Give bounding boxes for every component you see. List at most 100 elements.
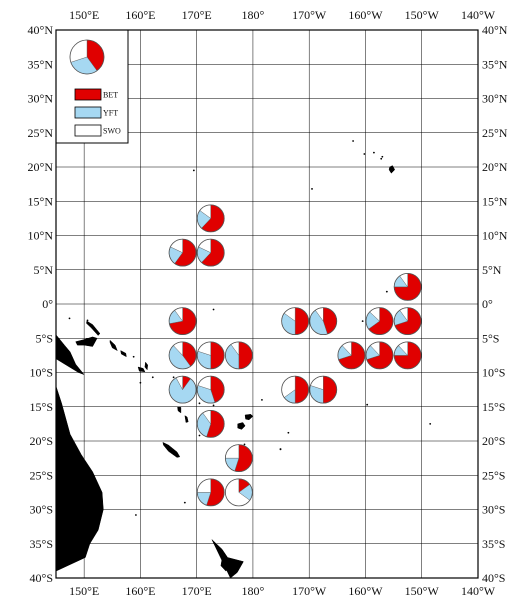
small-island bbox=[373, 151, 375, 154]
small-island bbox=[311, 188, 313, 190]
y-tick-label-left: 40°S bbox=[30, 571, 53, 585]
small-island bbox=[192, 169, 195, 172]
plot-border bbox=[55, 29, 479, 579]
pie-outline bbox=[281, 375, 310, 404]
pie-marker bbox=[196, 375, 225, 404]
land-bougainville bbox=[109, 339, 118, 352]
pie-marker bbox=[196, 238, 225, 267]
land-nz-north-tip bbox=[220, 555, 231, 572]
pie-marker bbox=[281, 375, 310, 404]
pie-outline bbox=[196, 204, 225, 233]
y-tick-label-left: 20°S bbox=[30, 434, 53, 448]
small-island bbox=[363, 153, 366, 155]
pie-outline bbox=[196, 238, 225, 267]
x-tick-label-top: 170°E bbox=[182, 8, 212, 22]
pie-slice-bet bbox=[294, 375, 309, 404]
small-island bbox=[134, 514, 137, 516]
land-new-caledonia bbox=[162, 441, 181, 458]
land-new-britain bbox=[75, 336, 98, 347]
pie-marker bbox=[309, 375, 338, 404]
small-island bbox=[381, 155, 384, 158]
small-island bbox=[139, 381, 142, 384]
legend-label-swo: SWO bbox=[103, 127, 121, 136]
pie-slice-bet bbox=[294, 307, 309, 335]
land-vanuatu-1 bbox=[177, 406, 182, 414]
y-tick-label-left: 25°N bbox=[28, 126, 54, 140]
small-island bbox=[172, 376, 175, 379]
axis-tick-labels: 150°E150°E160°E160°E170°E170°E180°180°17… bbox=[28, 8, 508, 598]
pie-marker bbox=[196, 204, 225, 233]
pie-outline bbox=[224, 341, 253, 370]
pie-outline bbox=[196, 409, 225, 438]
small-island bbox=[287, 431, 290, 434]
y-tick-label-left: 15°N bbox=[28, 194, 54, 208]
y-tick-label-right: 20°S bbox=[482, 434, 505, 448]
pie-outline bbox=[309, 307, 338, 336]
small-island bbox=[198, 402, 201, 405]
pie-marker bbox=[168, 375, 197, 404]
small-island bbox=[366, 403, 369, 406]
pie-outline bbox=[337, 341, 366, 370]
pie-outline bbox=[168, 375, 197, 404]
land-hawaii-big-island bbox=[388, 165, 396, 174]
y-tick-label-left: 40°N bbox=[28, 23, 54, 37]
pie-marker bbox=[196, 409, 225, 438]
pie-marker bbox=[393, 307, 422, 336]
legend-swatch-swo bbox=[74, 124, 102, 137]
pie-outline bbox=[168, 341, 197, 370]
x-tick-label-bottom: 140°W bbox=[461, 584, 496, 598]
x-tick-label-top: 160°E bbox=[125, 8, 155, 22]
y-tick-label-left: 30°S bbox=[30, 503, 53, 517]
small-island bbox=[243, 443, 246, 446]
land-new-ireland bbox=[86, 320, 101, 336]
pie-outline bbox=[196, 478, 225, 507]
y-tick-label-right: 35°S bbox=[482, 537, 505, 551]
x-tick-label-bottom: 160°W bbox=[348, 584, 383, 598]
pie-slice-bet bbox=[238, 341, 253, 370]
x-tick-label-top: 170°W bbox=[292, 8, 327, 22]
small-island bbox=[86, 319, 89, 322]
land-solomon-2 bbox=[144, 361, 148, 371]
pie-outline bbox=[393, 307, 422, 336]
small-island bbox=[261, 399, 263, 401]
pie-outline bbox=[224, 444, 253, 473]
pie-outline bbox=[168, 307, 197, 336]
y-tick-label-left: 25°S bbox=[30, 468, 53, 482]
land-australia bbox=[56, 386, 104, 572]
y-tick-label-right: 15°N bbox=[482, 194, 508, 208]
pie-slice-bet bbox=[210, 341, 225, 370]
y-tick-label-right: 30°S bbox=[482, 503, 505, 517]
y-tick-label-left: 10°N bbox=[28, 229, 54, 243]
small-island bbox=[429, 422, 432, 425]
pie-marker bbox=[224, 478, 253, 507]
catch-composition-pies bbox=[168, 204, 422, 507]
pie-outline bbox=[365, 307, 394, 336]
y-tick-label-right: 35°N bbox=[482, 57, 508, 71]
x-tick-label-top: 150°E bbox=[69, 8, 99, 22]
x-tick-label-top: 140°W bbox=[461, 8, 496, 22]
land-solomon-3 bbox=[120, 350, 127, 358]
y-tick-label-left: 0° bbox=[42, 297, 53, 311]
pie-outline bbox=[224, 478, 253, 507]
y-tick-label-left: 10°S bbox=[30, 366, 53, 380]
pie-marker bbox=[168, 238, 197, 267]
small-island bbox=[151, 376, 154, 379]
x-tick-label-bottom: 170°E bbox=[182, 584, 212, 598]
legend-label-bet: BET bbox=[103, 91, 118, 100]
x-tick-label-bottom: 150°E bbox=[69, 584, 99, 598]
pie-marker bbox=[393, 341, 422, 370]
small-island bbox=[361, 320, 364, 323]
x-tick-label-top: 180° bbox=[242, 8, 265, 22]
y-tick-label-left: 5°S bbox=[36, 331, 53, 345]
small-island bbox=[198, 434, 201, 437]
pie-marker bbox=[224, 444, 253, 473]
y-tick-label-right: 0° bbox=[482, 297, 493, 311]
pie-outline bbox=[365, 341, 394, 370]
pie-marker bbox=[365, 307, 394, 336]
pie-outline bbox=[196, 341, 225, 370]
legend-label-yft: YFT bbox=[103, 109, 118, 118]
map-frame bbox=[55, 29, 479, 579]
small-island bbox=[385, 290, 388, 293]
land-fiji-vanua-levu bbox=[244, 414, 254, 421]
